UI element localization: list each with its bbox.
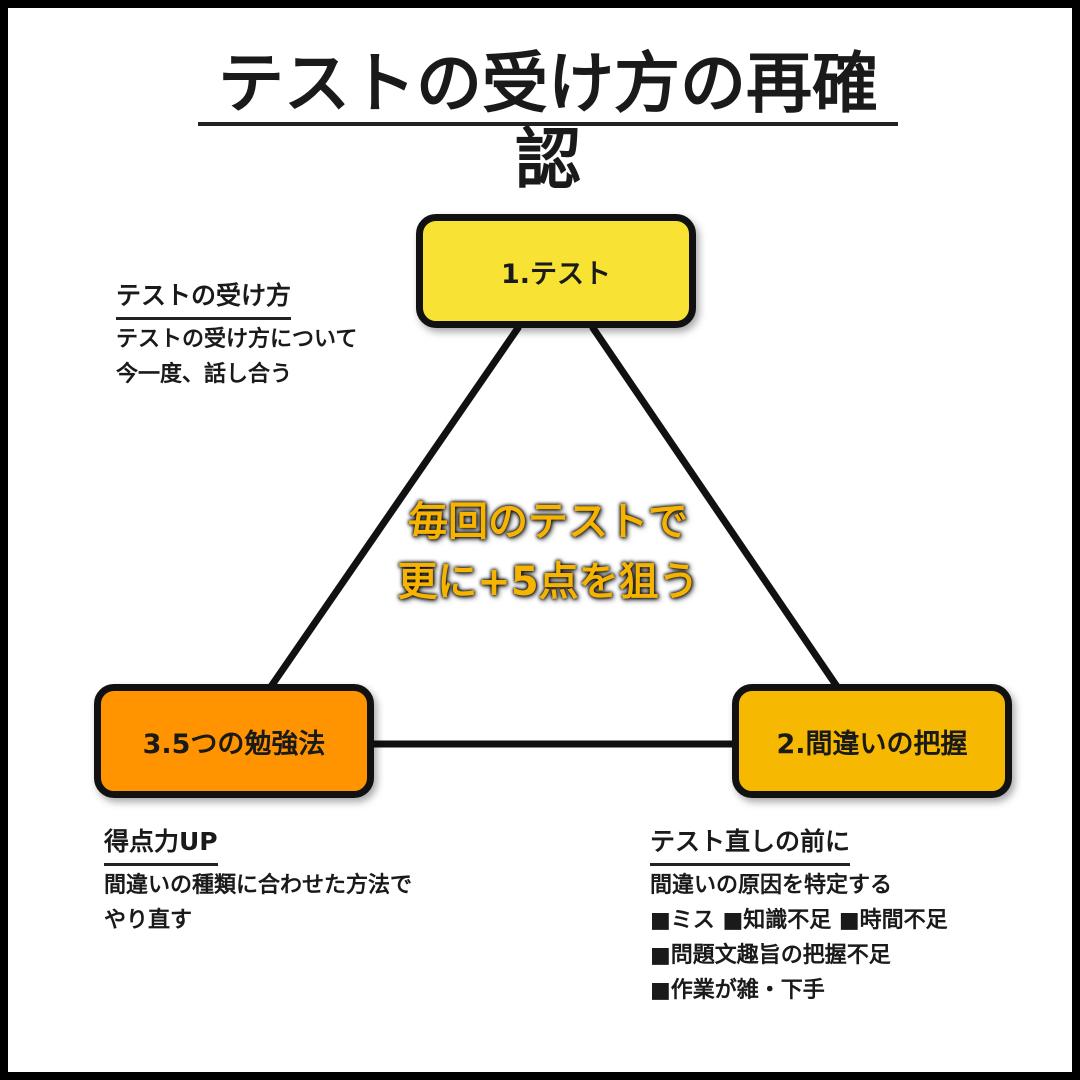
connector-test-to-study xyxy=(266,324,522,692)
center-message: 毎回のテストで 更に+5点を狙う xyxy=(348,492,748,612)
text-line: 間違いの種類に合わせた方法で xyxy=(104,873,413,898)
title-underline xyxy=(198,122,898,126)
page-title: テストの受け方の再確認 xyxy=(218,45,878,198)
heading-before-review: テスト直しの前に xyxy=(650,822,851,866)
text-line: ■作業が雑・下手 xyxy=(650,978,825,1003)
text-line: ■ミス ■知識不足 ■時間不足 xyxy=(650,908,948,933)
node-grasp-mistakes-label: 2.間違いの把握 xyxy=(776,728,968,760)
node-test: 1.テスト xyxy=(416,214,696,328)
text-line: 今一度、話し合う xyxy=(116,362,293,387)
heading-test-method: テストの受け方 xyxy=(116,276,292,320)
node-test-label: 1.テスト xyxy=(500,258,612,290)
text-line: ■問題文趣旨の把握不足 xyxy=(650,943,891,968)
node-study-methods-label: 3.5つの勉強法 xyxy=(142,728,326,760)
text-before-review: 間違いの原因を特定する ■ミス ■知識不足 ■時間不足 ■問題文趣旨の把握不足 … xyxy=(650,868,948,1008)
heading-score-up: 得点力UP xyxy=(104,822,218,866)
node-grasp-mistakes: 2.間違いの把握 xyxy=(732,684,1012,798)
text-line: やり直す xyxy=(104,908,193,933)
connector-test-to-grasp xyxy=(589,324,842,692)
text-test-method: テストの受け方について 今一度、話し合う xyxy=(116,322,357,392)
text-score-up: 間違いの種類に合わせた方法で やり直す xyxy=(104,868,412,938)
text-line: 間違いの原因を特定する xyxy=(650,873,893,898)
text-line: テストの受け方について xyxy=(116,327,358,352)
center-message-line2: 更に+5点を狙う xyxy=(397,559,699,605)
node-study-methods: 3.5つの勉強法 xyxy=(94,684,374,798)
center-message-line1: 毎回のテストで xyxy=(408,499,688,545)
triangle-connectors xyxy=(266,324,842,748)
